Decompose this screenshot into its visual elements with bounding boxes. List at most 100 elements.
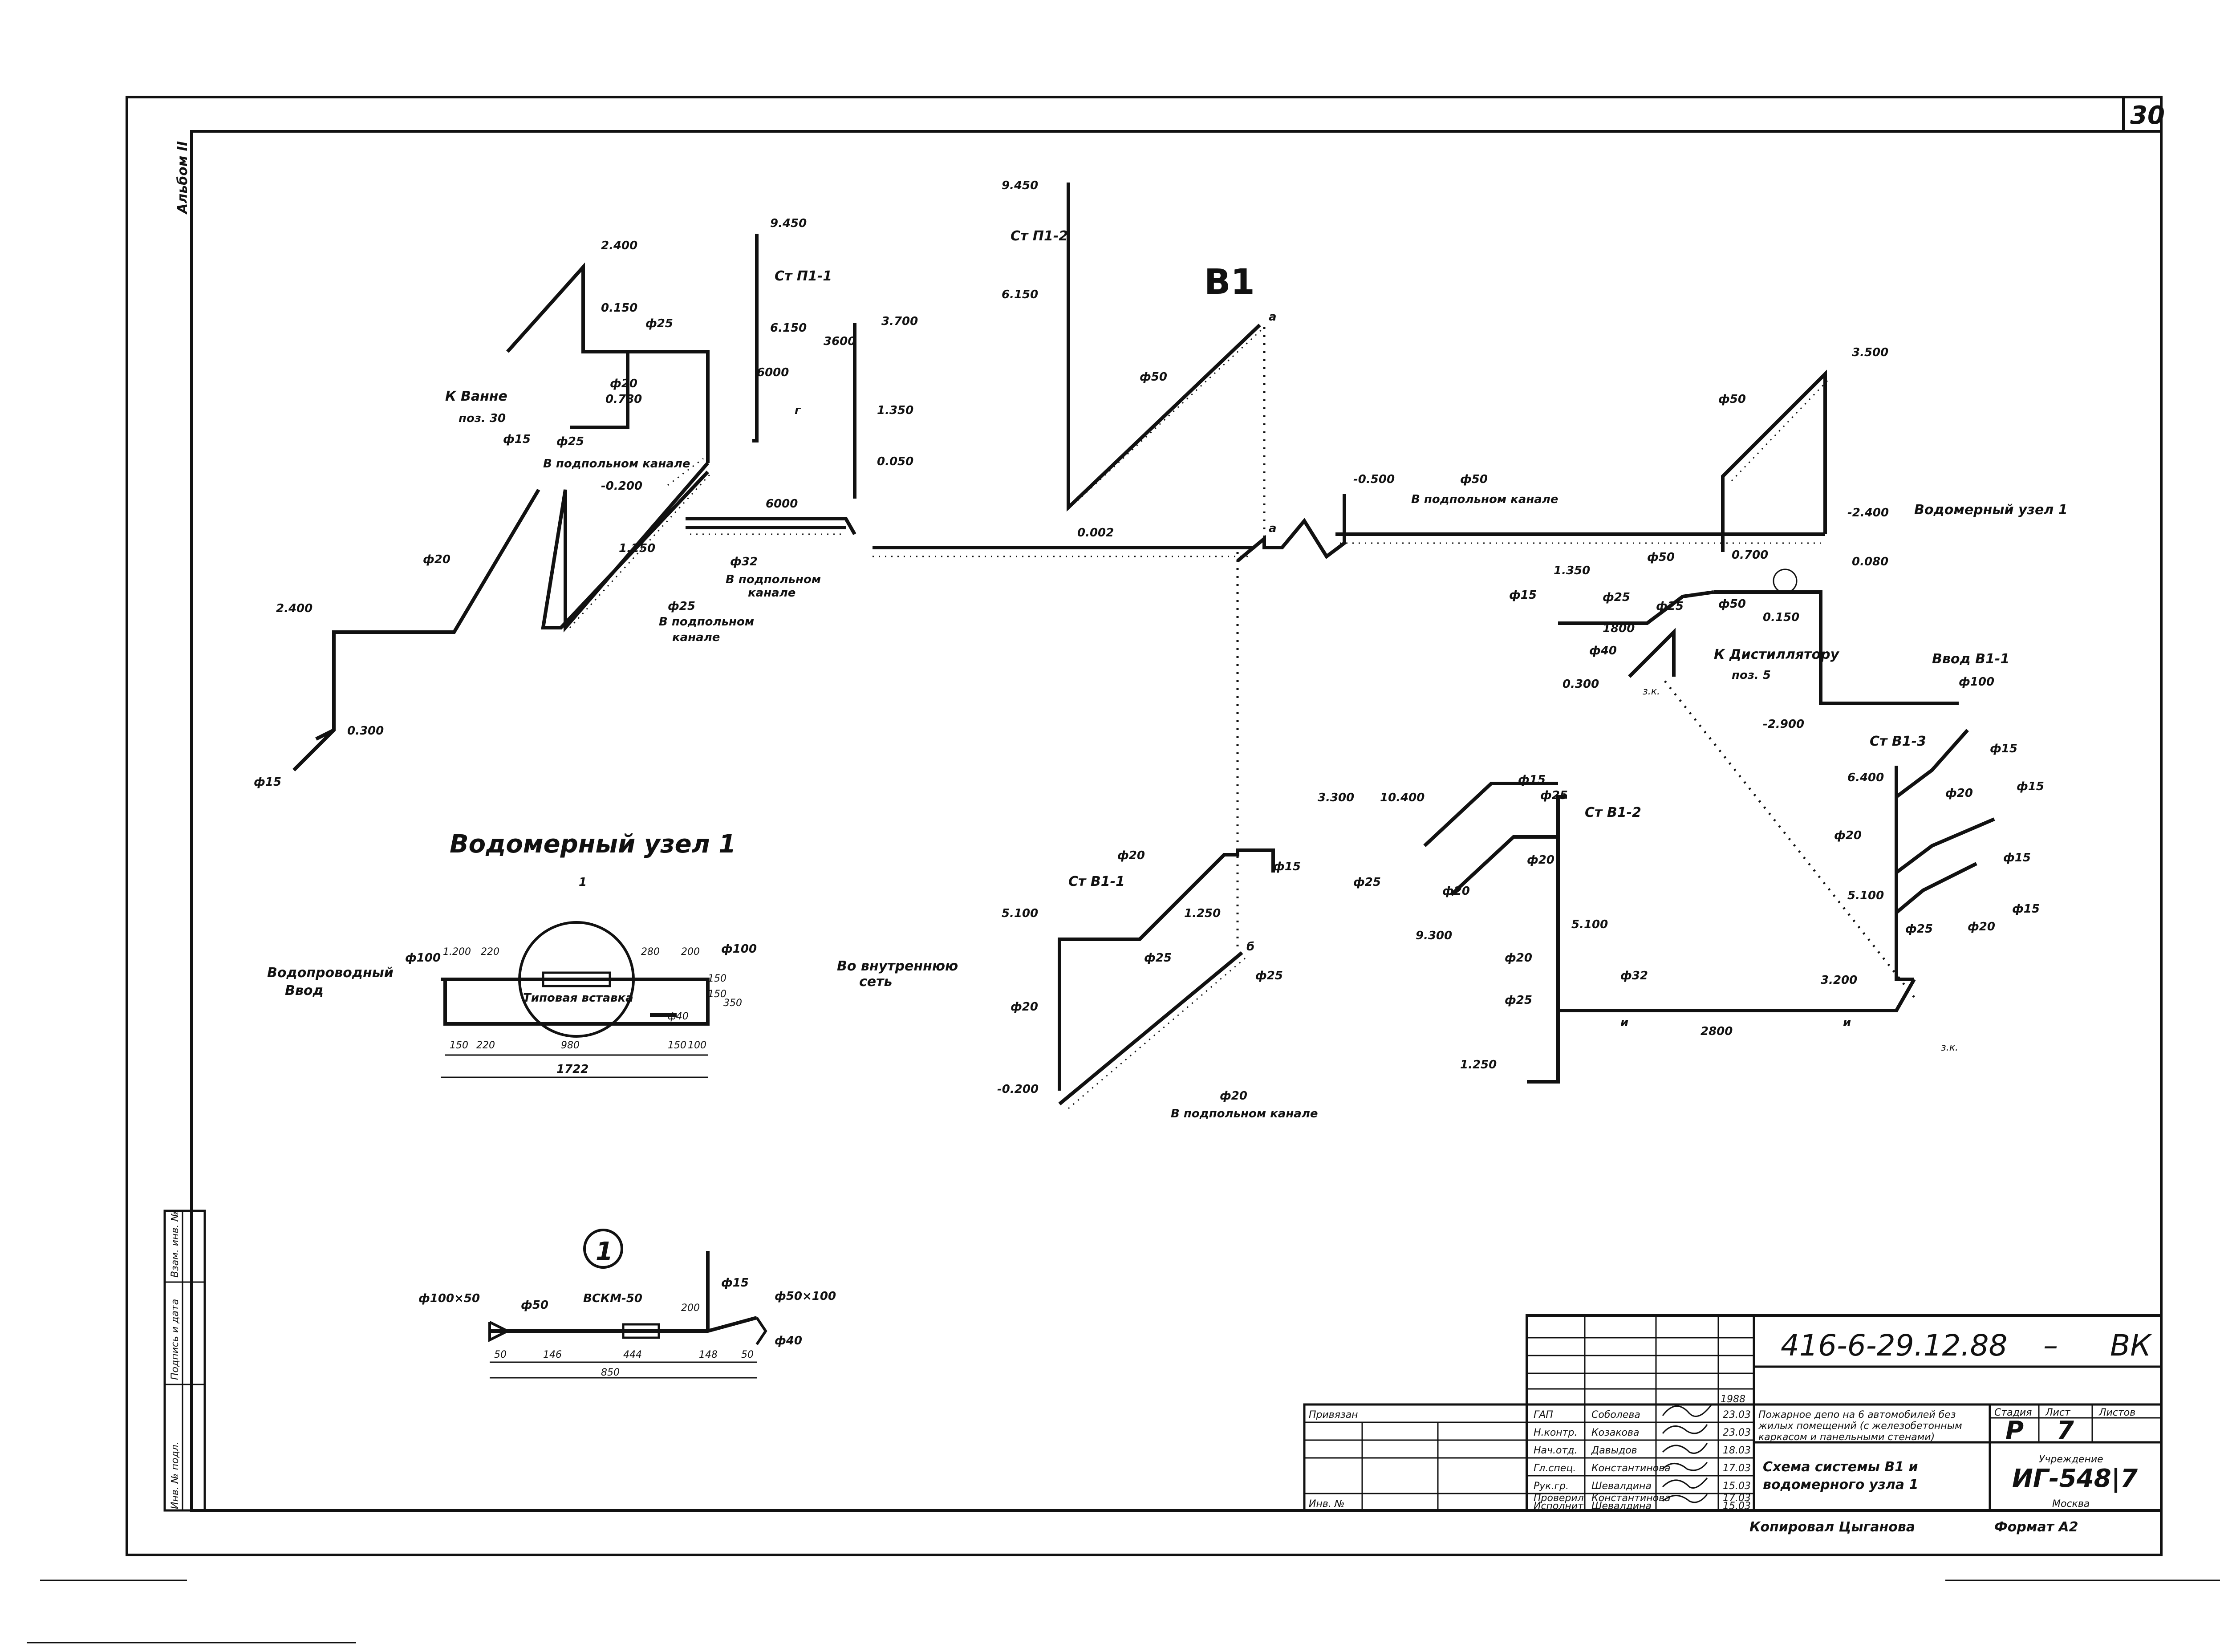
side-stamp-box: [163, 1210, 206, 1512]
dia-15-h: ф15: [1518, 773, 1546, 787]
elev-10400: 10.400: [1380, 791, 1425, 804]
tb-project-1: Пожарное депо на 6 автомобилей без: [1758, 1409, 1956, 1421]
tb-name-1: Козакова: [1591, 1427, 1639, 1438]
sheet-number-box: [2122, 96, 2163, 133]
pipe-b1-3-branch-3: [1895, 862, 1977, 914]
detail-1-s4: 148: [699, 1349, 718, 1360]
tb-role-0: ГАП: [1534, 1409, 1553, 1421]
dia-20-j: ф20: [1011, 1000, 1038, 1014]
dim-3600: 3600: [824, 335, 856, 348]
channel-label-2b: канале: [748, 586, 795, 600]
elev-3300: 3.300: [1318, 791, 1354, 804]
detail-1-s2: 146: [543, 1349, 562, 1360]
detail-1-h200: 200: [681, 1303, 700, 1314]
detail-1-left-reducer: [488, 1321, 511, 1342]
detail-1-s1: 50: [494, 1349, 507, 1360]
elev-3200: 3.200: [1821, 974, 1857, 987]
fixture-k-distill: К Дистиллятору: [1714, 647, 1840, 662]
mark-a-top: а: [1269, 310, 1277, 324]
pipe-main-junction: [1236, 494, 1346, 563]
inlet-label: Ввод В1-1: [1932, 651, 2009, 667]
riser-b1-3: Ст В1-3: [1870, 734, 1926, 749]
tb-role-6: Исполнит.: [1534, 1501, 1587, 1512]
detail-meter-d-right: ф100: [721, 942, 757, 956]
mark-zk-2: з.к.: [1941, 1042, 1958, 1053]
dia-20-f: ф20: [1527, 853, 1554, 867]
detail-meter-dim-350: 350: [723, 998, 742, 1009]
detail-1-s3: 444: [623, 1349, 642, 1360]
elev-0700: 0.700: [1732, 548, 1768, 562]
detail-meter-d-left: ф100: [405, 951, 441, 965]
dia-32-a: ф32: [730, 555, 758, 568]
privyazan-label: Привязан: [1309, 1409, 1358, 1421]
tb-sheet-no: 7: [2057, 1416, 2074, 1445]
dia-25-i: ф25: [1505, 994, 1532, 1007]
sheet-number: 30: [2130, 101, 2165, 130]
signature-5: [1662, 1494, 1708, 1503]
channel-label-4: В подпольном канале: [1411, 493, 1558, 506]
pipe-b1-3-branch-2: [1895, 817, 1995, 874]
tb-name-2: Давыдов: [1591, 1445, 1637, 1456]
dim-1800: 1800: [1603, 622, 1635, 635]
sheet-format: Формат А2: [1994, 1519, 2078, 1535]
detail-meter-left-2: Ввод: [285, 983, 324, 999]
detail-meter-d40: ф40: [668, 1011, 689, 1022]
detail-meter-dim-150c: 150: [708, 989, 726, 1000]
elev-5100-a: 5.100: [1847, 889, 1884, 902]
elev-6150-b: 6.150: [1002, 288, 1038, 301]
elev-6400: 6.400: [1847, 771, 1884, 784]
tb-date-6: 15.03: [1723, 1501, 1751, 1512]
tb-city: Москва: [2052, 1498, 2090, 1510]
tb-project-3: каркасом и панельными стенами): [1758, 1432, 1935, 1443]
pipe-left-stub: [315, 728, 335, 741]
elev-0080: 0.080: [1852, 555, 1888, 568]
dia-15-g: ф15: [2012, 902, 2040, 916]
dim-2800: 2800: [1701, 1025, 1733, 1038]
detail-meter-left-1: Водопроводный: [267, 965, 394, 981]
detail-meter-insert-label: Типовая вставка: [523, 991, 633, 1005]
elev-0300-a: 0.300: [347, 724, 384, 738]
dia-25-k: ф25: [1255, 969, 1283, 982]
detail-meter-dim-100: 100: [688, 1040, 706, 1051]
hatch-p1-2: [1076, 326, 1265, 502]
tb-year: 1988: [1721, 1394, 1745, 1405]
signature-0: [1662, 1404, 1713, 1417]
signature-1: [1662, 1424, 1708, 1434]
mark-i-1: и: [1620, 1016, 1628, 1029]
pipe-b1-3-branch-1: [1895, 729, 1969, 799]
detail-1-device: [622, 1323, 660, 1339]
riser-p1-1: Ст П1-1: [775, 268, 832, 284]
tb-org: ИГ-548|7: [2012, 1464, 2138, 1493]
detail-meter-dim-1200: 1.200: [443, 946, 471, 958]
vodomer-label: Водомерный узел 1: [1914, 502, 2068, 518]
dia-50-e: ф50: [1718, 597, 1746, 611]
tb-org-h: Учреждение: [2039, 1454, 2103, 1465]
elev-0780: 0.780: [605, 393, 642, 406]
channel-label-5: В подпольном канале: [1171, 1107, 1318, 1120]
detail-meter-dim-980: 980: [561, 1040, 580, 1051]
side-stamp-c3: Взам. инв. №: [170, 1211, 181, 1278]
elev-1250-b: 1.250: [1184, 907, 1221, 920]
dia-15-c: ф15: [1509, 589, 1537, 602]
dia-20-e: ф20: [1968, 920, 1995, 934]
detail-meter-dim-200: 200: [681, 946, 700, 958]
signature-3: [1662, 1462, 1708, 1471]
tb-role-5: Проверил: [1534, 1493, 1584, 1504]
detail-meter-callout: 1: [579, 876, 587, 889]
dia-20-d: ф20: [1834, 829, 1862, 842]
detail-meter-title: Водомерный узел 1: [450, 830, 736, 859]
dia-50-b: ф50: [1460, 473, 1488, 486]
elev-5100-c: 5.100: [1002, 907, 1038, 920]
tb-name-5: Константинова: [1591, 1493, 1671, 1504]
pipe-b1-2: [1527, 795, 1567, 1084]
tb-name-4: Шевалдина: [1591, 1481, 1652, 1492]
detail-meter-dim-150b: 150: [668, 1040, 686, 1051]
dia-25-e: ф25: [1656, 600, 1684, 613]
dia-40-a: ф40: [1589, 644, 1617, 658]
tb-name-3: Константинова: [1591, 1463, 1671, 1474]
detail-meter-dim-220b: 220: [476, 1040, 495, 1051]
dia-25-a: ф25: [645, 317, 673, 330]
tb-role-3: Гл.спец.: [1534, 1463, 1576, 1474]
side-stamp: Инв. № подл. Подпись и дата Взам. инв. №: [163, 1210, 206, 1512]
tb-role-1: Н.контр.: [1534, 1427, 1577, 1438]
